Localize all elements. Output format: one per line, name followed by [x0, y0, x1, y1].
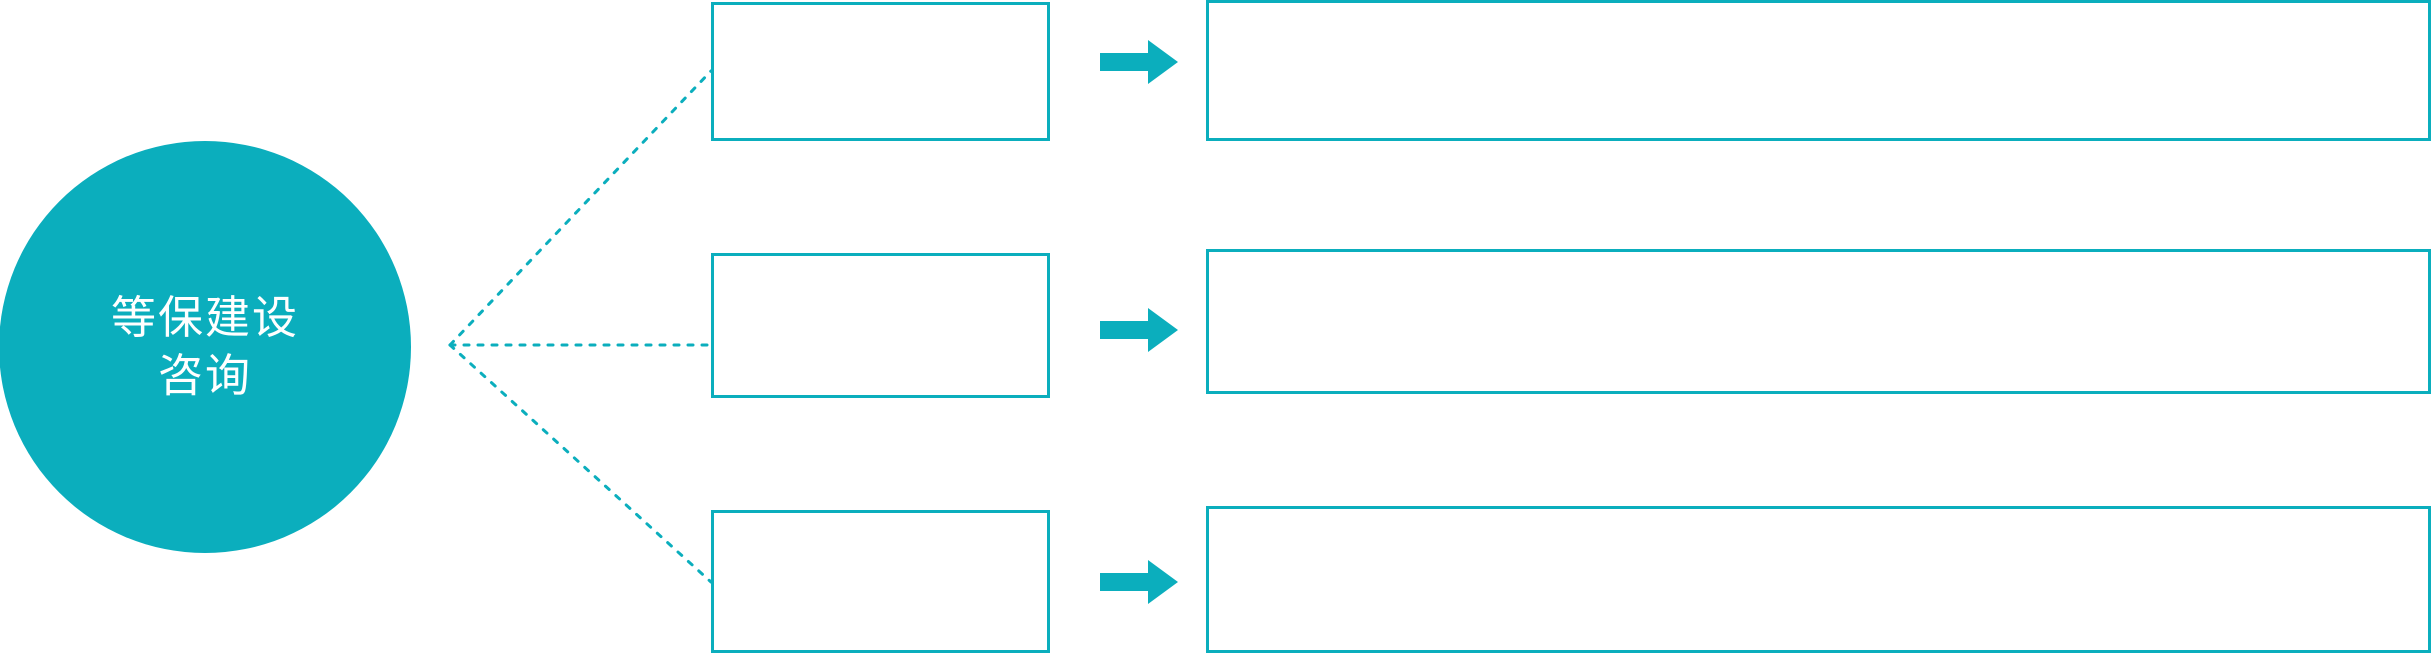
connector-line-bottom — [448, 343, 713, 584]
category-box-3[interactable] — [711, 510, 1050, 653]
hub-label: 等保建设 咨询 — [110, 291, 299, 402]
connector-line-top — [448, 69, 713, 347]
hub-circle: 等保建设 咨询 — [0, 141, 411, 553]
category-box-1[interactable] — [711, 2, 1050, 141]
detail-box-2[interactable] — [1206, 249, 2431, 394]
arrow-right-icon-2 — [1100, 308, 1178, 352]
category-box-2[interactable] — [711, 253, 1050, 398]
arrow-right-icon-3 — [1100, 560, 1178, 604]
detail-box-3[interactable] — [1206, 506, 2431, 653]
detail-box-1[interactable] — [1206, 0, 2431, 141]
arrow-right-icon-1 — [1100, 40, 1178, 84]
